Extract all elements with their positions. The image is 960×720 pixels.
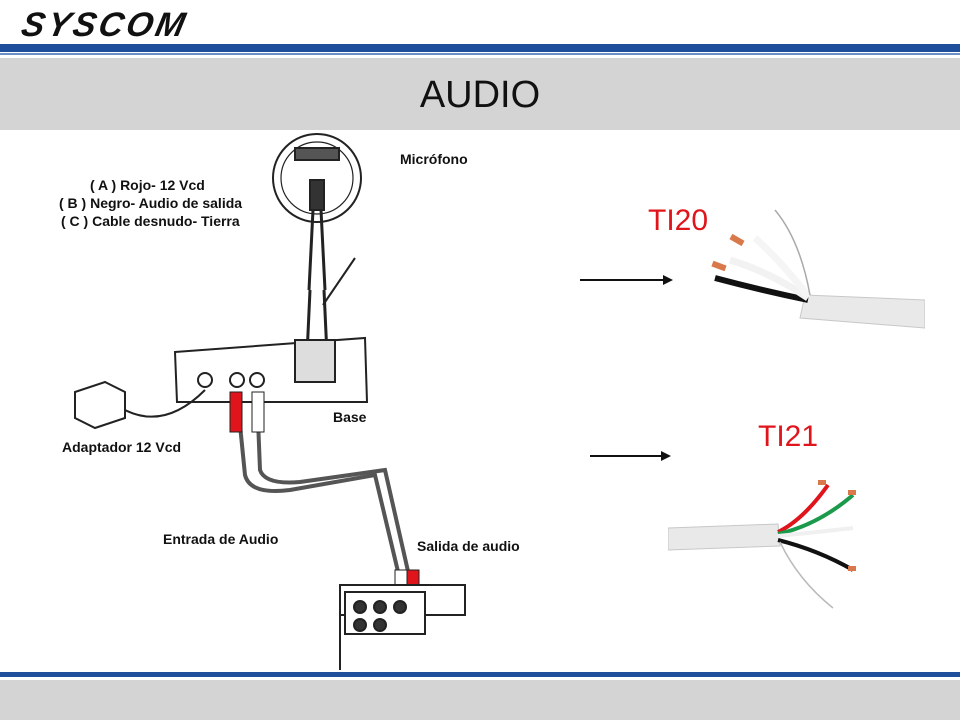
- label-adapter: Adaptador 12 Vcd: [62, 439, 181, 455]
- title-band: [0, 58, 960, 130]
- base-unit: [173, 336, 369, 403]
- microphone-illustration: [272, 133, 362, 356]
- legend-a: ( A ) Rojo- 12 Vcd: [90, 177, 205, 193]
- cable-photo-ti20: [711, 209, 925, 329]
- arrow-icon: [590, 451, 671, 461]
- footer-band: [0, 680, 960, 720]
- wiring-diagram: Micrófono ( A ) Rojo- 12 Vcd ( B ) Negro…: [55, 130, 580, 675]
- label-audio-out: Salida de audio: [417, 538, 520, 554]
- footer-rule: [0, 672, 960, 677]
- page-title: AUDIO: [0, 74, 960, 117]
- legend-b: ( B ) Negro- Audio de salida: [59, 195, 242, 211]
- cable-photo-ti21: [668, 480, 856, 609]
- cable-tag-ti20: TI20: [648, 204, 709, 237]
- label-microphone: Micrófono: [400, 151, 468, 167]
- header-rule: [0, 44, 960, 52]
- label-base: Base: [333, 409, 367, 425]
- power-adapter: [74, 380, 206, 430]
- cable-tag-ti21: TI21: [758, 420, 819, 453]
- syscom-logo: SYSCOM: [18, 6, 192, 44]
- legend-c: ( C ) Cable desnudo- Tierra: [61, 213, 240, 229]
- arrow-icon: [580, 275, 673, 285]
- header-rule-thin: [0, 53, 960, 55]
- recorder-device: [339, 584, 466, 670]
- label-audio-in: Entrada de Audio: [163, 531, 278, 547]
- page-title-text: AUDIO: [419, 74, 541, 116]
